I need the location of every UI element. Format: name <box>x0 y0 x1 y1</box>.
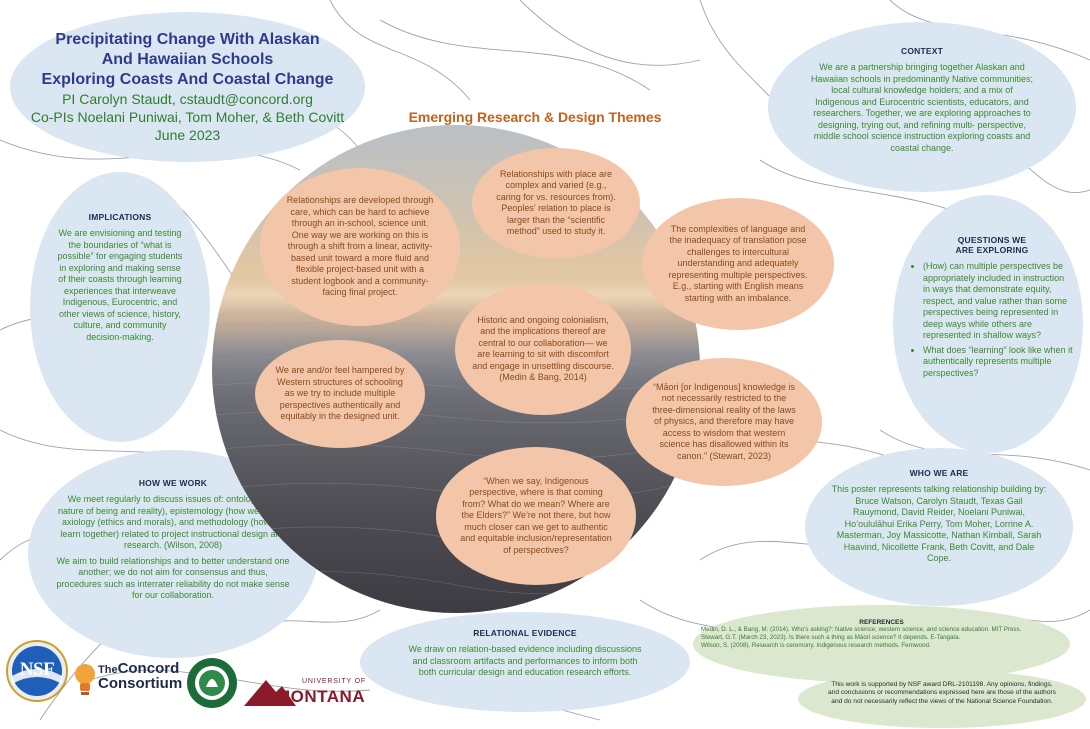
theme-bubble-elders: “When we say, Indigenous perspective, wh… <box>436 447 636 585</box>
context-heading: CONTEXT <box>900 46 943 56</box>
references-heading: REFERENCES <box>859 619 904 626</box>
concord-the: The <box>98 664 118 676</box>
implications-bubble: IMPLICATIONS We are envisioning and test… <box>30 172 210 442</box>
how-we-work-body1: We meet regularly to discuss issues of: … <box>57 494 289 550</box>
theme-bubble-colonialism: Historic and ongoing colonialism, and th… <box>455 283 631 415</box>
theme-text: Relationships with place are complex and… <box>496 168 616 237</box>
who-we-are-bubble: WHO WE ARE This poster represents talkin… <box>805 448 1073 606</box>
nsf-logo: NSF <box>6 640 68 702</box>
theme-bubble-western-structures: We are and/or feel hampered by Western s… <box>255 340 425 448</box>
context-body: We are a partnership bringing together A… <box>810 62 1034 153</box>
poster-title-line1: Precipitating Change With Alaskan <box>55 31 320 48</box>
lightbulb-icon <box>75 664 95 695</box>
montana-university-logo: UNIVERSITY OF MONTANA <box>244 670 380 708</box>
principal-investigator: PI Carolyn Staudt, cstaudt@concord.org <box>62 91 313 107</box>
reference-item: Wilson, S. (2008). Research is ceremony.… <box>701 642 931 649</box>
how-we-work-heading: HOW WE WORK <box>138 478 208 488</box>
poster-date: June 2023 <box>154 127 221 143</box>
theme-text: “When we say, Indigenous perspective, wh… <box>460 475 612 555</box>
context-bubble: CONTEXT We are a partnership bringing to… <box>768 22 1076 192</box>
theme-text: Historic and ongoing colonialism, and th… <box>472 314 614 383</box>
theme-text: The complexities of language and the ina… <box>668 223 808 303</box>
nsf-logo-text: NSF <box>19 659 55 680</box>
concord-consortium-logo: TheConcord Consortium <box>74 660 182 704</box>
relational-evidence-bubble: RELATIONAL EVIDENCE We draw on relation-… <box>360 612 690 712</box>
implications-heading: IMPLICATIONS <box>88 212 152 222</box>
title-bubble: Precipitating Change With Alaskan And Ha… <box>10 12 365 162</box>
question-item: What does “learning” look like when it a… <box>923 345 1073 380</box>
questions-bubble: QUESTIONS WE ARE EXPLORING (How) can mul… <box>893 195 1083 453</box>
montana-name: MONTANA <box>276 687 366 706</box>
theme-bubble-maori-knowledge: “Māori [or Indigenous] knowledge is not … <box>626 358 822 486</box>
references-bubble: REFERENCES Medin, D. L., & Bang, M. (201… <box>693 605 1070 683</box>
relational-evidence-heading: RELATIONAL EVIDENCE <box>473 628 577 638</box>
theme-text: Relationships are developed through care… <box>286 195 434 298</box>
theme-text: “Māori [or Indigenous] knowledge is not … <box>652 381 796 461</box>
poster-title-line2: And Hawaiian Schools <box>101 51 274 68</box>
question-item: (How) can multiple perspectives be appro… <box>923 261 1073 342</box>
nsf-support-statement: This work is supported by NSF award DRL-… <box>798 670 1086 728</box>
how-we-work-body2: We aim to build relationships and to bet… <box>56 555 290 601</box>
who-we-are-heading: WHO WE ARE <box>909 468 969 478</box>
theme-bubble-language: The complexities of language and the ina… <box>642 198 834 330</box>
questions-heading-line1: QUESTIONS WE <box>957 235 1027 245</box>
poster-title-line3: Exploring Coasts And Coastal Change <box>41 71 334 88</box>
mountain-icon <box>244 680 296 706</box>
theme-text: We are and/or feel hampered by Western s… <box>275 365 405 422</box>
reference-item: Medin, D. L., & Bang, M. (2014). Who’s a… <box>701 626 1022 633</box>
implications-body: We are envisioning and testing the bound… <box>57 228 183 342</box>
questions-heading-line2: ARE EXPLORING <box>955 245 1029 255</box>
theme-bubble-care: Relationships are developed through care… <box>260 168 460 326</box>
questions-list: (How) can multiple perspectives be appro… <box>911 261 1073 379</box>
who-we-are-body: This poster represents talking relations… <box>831 484 1047 563</box>
themes-title: Emerging Research & Design Themes <box>408 109 662 125</box>
relational-evidence-body: We draw on relation-based evidence inclu… <box>408 644 642 677</box>
concord-name: Concord <box>117 660 180 677</box>
theme-bubble-place: Relationships with place are complex and… <box>472 148 640 258</box>
hawaii-university-seal <box>186 657 238 709</box>
montana-university-of: UNIVERSITY OF <box>302 678 366 685</box>
co-principal-investigators: Co-PIs Noelani Puniwai, Tom Moher, & Bet… <box>30 109 345 125</box>
reference-item: Stewart, G.T. (March 23, 2023). Is there… <box>701 634 961 641</box>
consortium-name: Consortium <box>98 675 183 692</box>
